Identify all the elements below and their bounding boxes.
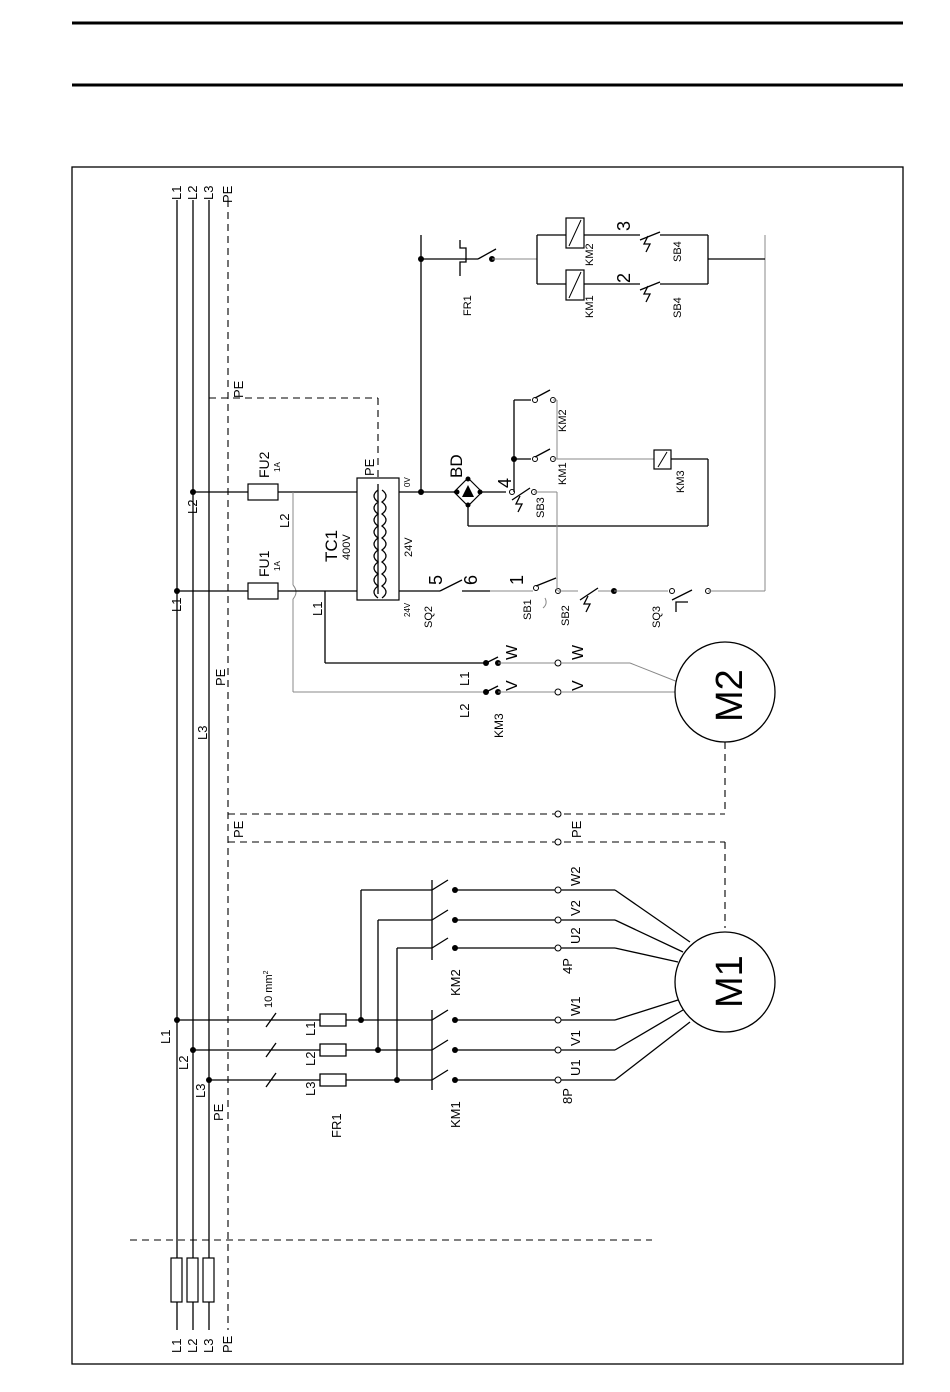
km1-aux-contact bbox=[535, 449, 550, 457]
node-5: 5 bbox=[426, 575, 446, 585]
km1-label: KM1 bbox=[448, 1101, 463, 1128]
sb3-label: SB3 bbox=[535, 497, 547, 518]
l2-tap-label: L2 bbox=[277, 514, 292, 528]
rectifier-BD bbox=[454, 477, 483, 508]
tc1-pe-label: PE bbox=[362, 458, 377, 476]
sb2-contact bbox=[580, 588, 598, 600]
node-4: 4 bbox=[495, 478, 515, 488]
sb2-label: SB2 bbox=[560, 605, 572, 626]
bus-label-L2-fu2: L2 bbox=[185, 500, 200, 514]
fu1-rating: 1A bbox=[273, 561, 282, 571]
bus-label-PE-top: PE bbox=[220, 185, 235, 203]
sb1-label: SB1 bbox=[522, 599, 534, 620]
bus-label-L3-bottom: L3 bbox=[201, 1339, 216, 1353]
km2-main-contacts bbox=[432, 880, 458, 960]
node-3: 3 bbox=[614, 221, 634, 231]
pe-label-m2-left: PE bbox=[231, 820, 246, 838]
bus-label-L3-top: L3 bbox=[201, 186, 216, 200]
fu2-rating: 1A bbox=[273, 462, 282, 472]
m1-l2-label: L2 bbox=[176, 1056, 191, 1070]
km3-l1-label: L1 bbox=[457, 672, 472, 686]
overload-FR1 bbox=[320, 1014, 346, 1086]
node-1: 1 bbox=[507, 575, 527, 585]
fu2-label: FU2 bbox=[256, 451, 272, 478]
tc1-sec2: 24V bbox=[403, 602, 412, 617]
supply-bus bbox=[177, 200, 228, 1330]
fr1-l1-label: L1 bbox=[303, 1022, 318, 1036]
motor-M1-label: M1 bbox=[709, 955, 751, 1008]
km3-l2-label: L2 bbox=[457, 704, 472, 718]
m1-feed-lines bbox=[561, 890, 690, 1080]
terminal-U1: U1 bbox=[568, 1059, 583, 1076]
bus-label-L1-top: L1 bbox=[169, 186, 184, 200]
cable-size-label: 10 mm2 bbox=[263, 970, 275, 1008]
fuse-FU2 bbox=[248, 484, 278, 500]
m1-l3-label: L3 bbox=[193, 1084, 208, 1098]
supply-fuses bbox=[171, 1258, 214, 1302]
sb3-contact bbox=[512, 488, 530, 500]
km1-coil-label: KM1 bbox=[584, 295, 596, 318]
km3-coil-label: KM3 bbox=[675, 470, 687, 493]
sq3-label: SQ3 bbox=[651, 606, 663, 628]
sb4-label-a: SB4 bbox=[672, 241, 684, 262]
transformer-TC1 bbox=[357, 478, 399, 600]
km2-coil-label: KM2 bbox=[584, 243, 596, 266]
rectifier-label: BD bbox=[447, 454, 466, 478]
bus-label-PE-upper: PE bbox=[231, 380, 246, 398]
km1-aux-label: KM1 bbox=[557, 462, 569, 485]
bus-label-PE-bottom: PE bbox=[220, 1335, 235, 1353]
diagram-frame bbox=[72, 167, 903, 1364]
pole-4P: 4P bbox=[560, 958, 575, 974]
km3-label: KM3 bbox=[492, 713, 506, 738]
m2-terminal-V-left: V bbox=[504, 680, 521, 691]
sb4-contact-a bbox=[640, 232, 660, 240]
km2-aux-contact bbox=[535, 390, 550, 398]
m1-l1-label: L1 bbox=[158, 1030, 173, 1044]
sq3-contact bbox=[672, 590, 692, 600]
m2-terminal-W-left: W bbox=[504, 644, 521, 660]
sb1-contact bbox=[536, 578, 556, 586]
m2-terminal-W-right: W bbox=[570, 644, 587, 660]
pe-label-m2-right: PE bbox=[569, 820, 584, 838]
terminal-U2: U2 bbox=[568, 927, 583, 944]
fr1-label: FR1 bbox=[329, 1113, 344, 1138]
l1-tap-label: L1 bbox=[310, 602, 325, 616]
bus-label-L2-top: L2 bbox=[185, 186, 200, 200]
node-2: 2 bbox=[614, 273, 634, 283]
terminal-V1: V1 bbox=[568, 1030, 583, 1046]
node-6: 6 bbox=[461, 575, 481, 585]
km1-main-contacts bbox=[432, 1010, 458, 1090]
tc1-zero: 0V bbox=[403, 477, 412, 487]
km2-aux-label: KM2 bbox=[557, 409, 569, 432]
terminal-V2: V2 bbox=[568, 900, 583, 916]
tc1-name: TC1 bbox=[322, 530, 341, 562]
pole-8P: 8P bbox=[560, 1088, 575, 1104]
tc1-primary: 400V bbox=[341, 534, 353, 560]
km2-label: KM2 bbox=[448, 969, 463, 996]
sb4-contact-b bbox=[640, 282, 660, 290]
sb4-label-b: SB4 bbox=[672, 297, 684, 318]
bus-label-L1-bottom: L1 bbox=[169, 1339, 184, 1353]
terminal-W2: W2 bbox=[568, 867, 583, 887]
fr1-control-label: FR1 bbox=[462, 295, 474, 316]
bus-label-PE-mid: PE bbox=[213, 668, 228, 686]
bus-label-L1-fu1: L1 bbox=[169, 598, 184, 612]
fr1-l2-label: L2 bbox=[303, 1052, 318, 1066]
m2-terminal-V-right: V bbox=[570, 680, 587, 691]
motor-M2-label: M2 bbox=[709, 669, 751, 722]
sq2-label: SQ2 bbox=[423, 606, 435, 628]
fuse-FU1 bbox=[248, 583, 278, 599]
bus-label-L2-bottom: L2 bbox=[185, 1339, 200, 1353]
tc1-sec1: 24V bbox=[403, 537, 415, 557]
bus-label-L3-mid: L3 bbox=[195, 726, 210, 740]
fu1-label: FU1 bbox=[256, 550, 272, 577]
terminal-W1: W1 bbox=[568, 997, 583, 1017]
m1-pe-label: PE bbox=[211, 1103, 226, 1121]
fr1-l3-label: L3 bbox=[303, 1082, 318, 1096]
